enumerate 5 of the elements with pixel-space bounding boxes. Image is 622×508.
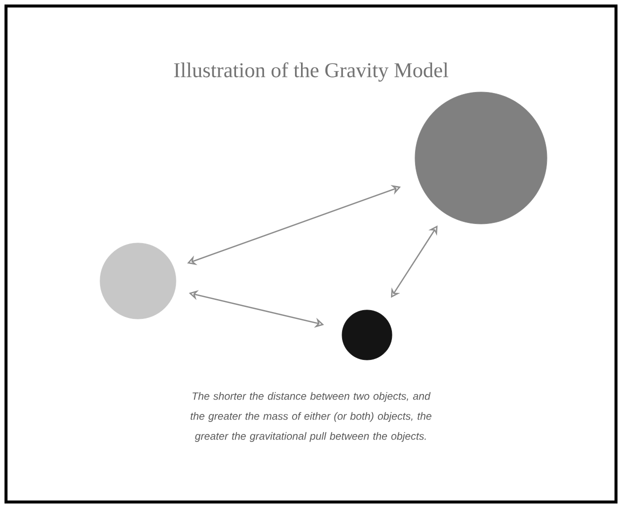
circle [414,92,548,224]
circle [100,242,176,320]
circle [342,310,392,360]
caption: The shorter the distance between two objects, and the greater the mass of either (or both) objects, the greater the gravitational pull between the objects. [190,392,432,442]
title: Illustration of the Gravity Model [174,62,448,82]
